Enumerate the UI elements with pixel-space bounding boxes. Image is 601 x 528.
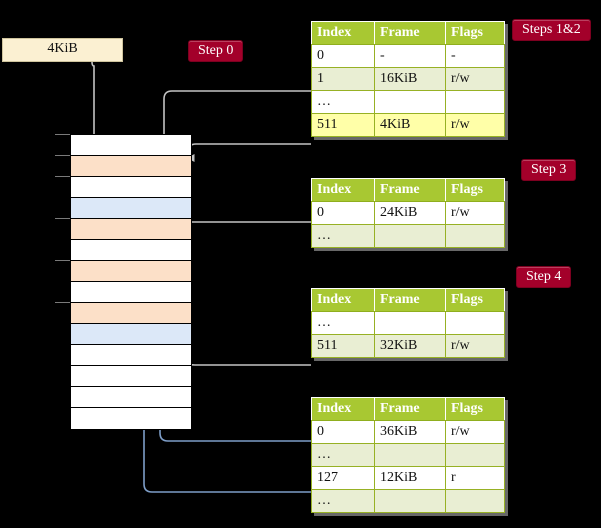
- cell-index: …: [311, 90, 375, 114]
- cell-index: …: [311, 489, 375, 513]
- badge-step3: Step 3: [521, 159, 577, 181]
- memory-frame-row: [71, 345, 191, 366]
- memory-frame-row: [71, 198, 191, 219]
- cell-index: 0: [311, 201, 375, 225]
- cell-frame: [374, 311, 446, 335]
- memory-frame-row: [71, 282, 191, 303]
- memory-frame-row: [71, 156, 191, 177]
- cell-index: 511: [311, 113, 375, 137]
- memory-frame-row: [71, 261, 191, 282]
- cell-flags: [445, 489, 505, 513]
- memory-row-tick: [55, 176, 70, 177]
- memory-row-tick: [55, 218, 70, 219]
- cell-index: …: [311, 443, 375, 467]
- memory-row-tick: [55, 260, 70, 261]
- cell-index: …: [311, 224, 375, 248]
- cell-frame: -: [374, 44, 446, 68]
- cell-flags: r/w: [445, 113, 505, 137]
- frame-box-label: 4KiB: [47, 41, 78, 56]
- cell-index: 127: [311, 466, 375, 490]
- column-header-flags: Flags: [445, 21, 505, 45]
- badge-step4: Step 4: [516, 266, 572, 288]
- column-header-frame: Frame: [374, 288, 446, 312]
- memory-frame-row: [71, 366, 191, 387]
- memory-row-tick: [55, 134, 70, 135]
- badge-steps12: Steps 1&2: [512, 19, 591, 41]
- table-row: …: [311, 90, 505, 114]
- cell-flags: r: [445, 466, 505, 490]
- memory-frame-row: [71, 408, 191, 429]
- cell-flags: [445, 311, 505, 335]
- memory-frame-row: [71, 177, 191, 198]
- cell-frame: 16KiB: [374, 67, 446, 91]
- cell-frame: 36KiB: [374, 420, 446, 444]
- wire-step4: [174, 299, 311, 366]
- cell-index: 0: [311, 44, 375, 68]
- cell-flags: r/w: [445, 334, 505, 358]
- column-header-frame: Frame: [374, 21, 446, 45]
- cell-frame: 4KiB: [374, 113, 446, 137]
- table-row: …: [311, 489, 505, 513]
- memory-frame-row: [71, 240, 191, 261]
- cell-index: 0: [311, 420, 375, 444]
- memory-row-tick: [55, 302, 70, 303]
- column-header-frame: Frame: [374, 178, 446, 202]
- cell-flags: -: [445, 44, 505, 68]
- wire-step3: [180, 221, 311, 268]
- memory-frame-row: [71, 303, 191, 324]
- column-header-frame: Frame: [374, 397, 446, 421]
- cell-flags: r/w: [445, 420, 505, 444]
- cell-frame: [374, 489, 446, 513]
- cell-frame: [374, 224, 446, 248]
- memory-row-tick: [55, 155, 70, 156]
- cell-index: 1: [311, 67, 375, 91]
- column-header-index: Index: [311, 397, 375, 421]
- frame-box-4kib: 4KiB: [2, 38, 123, 62]
- table-row: …: [311, 443, 505, 467]
- memory-frame-row: [71, 324, 191, 345]
- badge-step0: Step 0: [188, 40, 244, 62]
- cell-flags: r/w: [445, 67, 505, 91]
- table-row: 0--: [311, 44, 505, 68]
- cell-frame: [374, 443, 446, 467]
- memory-frame-row: [71, 387, 191, 408]
- column-header-index: Index: [311, 21, 375, 45]
- column-header-flags: Flags: [445, 397, 505, 421]
- cell-frame: [374, 90, 446, 114]
- table-row: …: [311, 224, 505, 248]
- table-row: …: [311, 311, 505, 335]
- cell-flags: [445, 443, 505, 467]
- cell-flags: [445, 224, 505, 248]
- cell-flags: r/w: [445, 201, 505, 225]
- column-header-flags: Flags: [445, 178, 505, 202]
- cell-index: …: [311, 311, 375, 335]
- cell-index: 511: [311, 334, 375, 358]
- cell-frame: 12KiB: [374, 466, 446, 490]
- memory-frame-row: [71, 219, 191, 240]
- cell-frame: 24KiB: [374, 201, 446, 225]
- cell-frame: 32KiB: [374, 334, 446, 358]
- column-header-index: Index: [311, 178, 375, 202]
- column-header-flags: Flags: [445, 288, 505, 312]
- memory-frame-row: [71, 135, 191, 156]
- cell-flags: [445, 90, 505, 114]
- physical-memory-column: [70, 134, 192, 430]
- column-header-index: Index: [311, 288, 375, 312]
